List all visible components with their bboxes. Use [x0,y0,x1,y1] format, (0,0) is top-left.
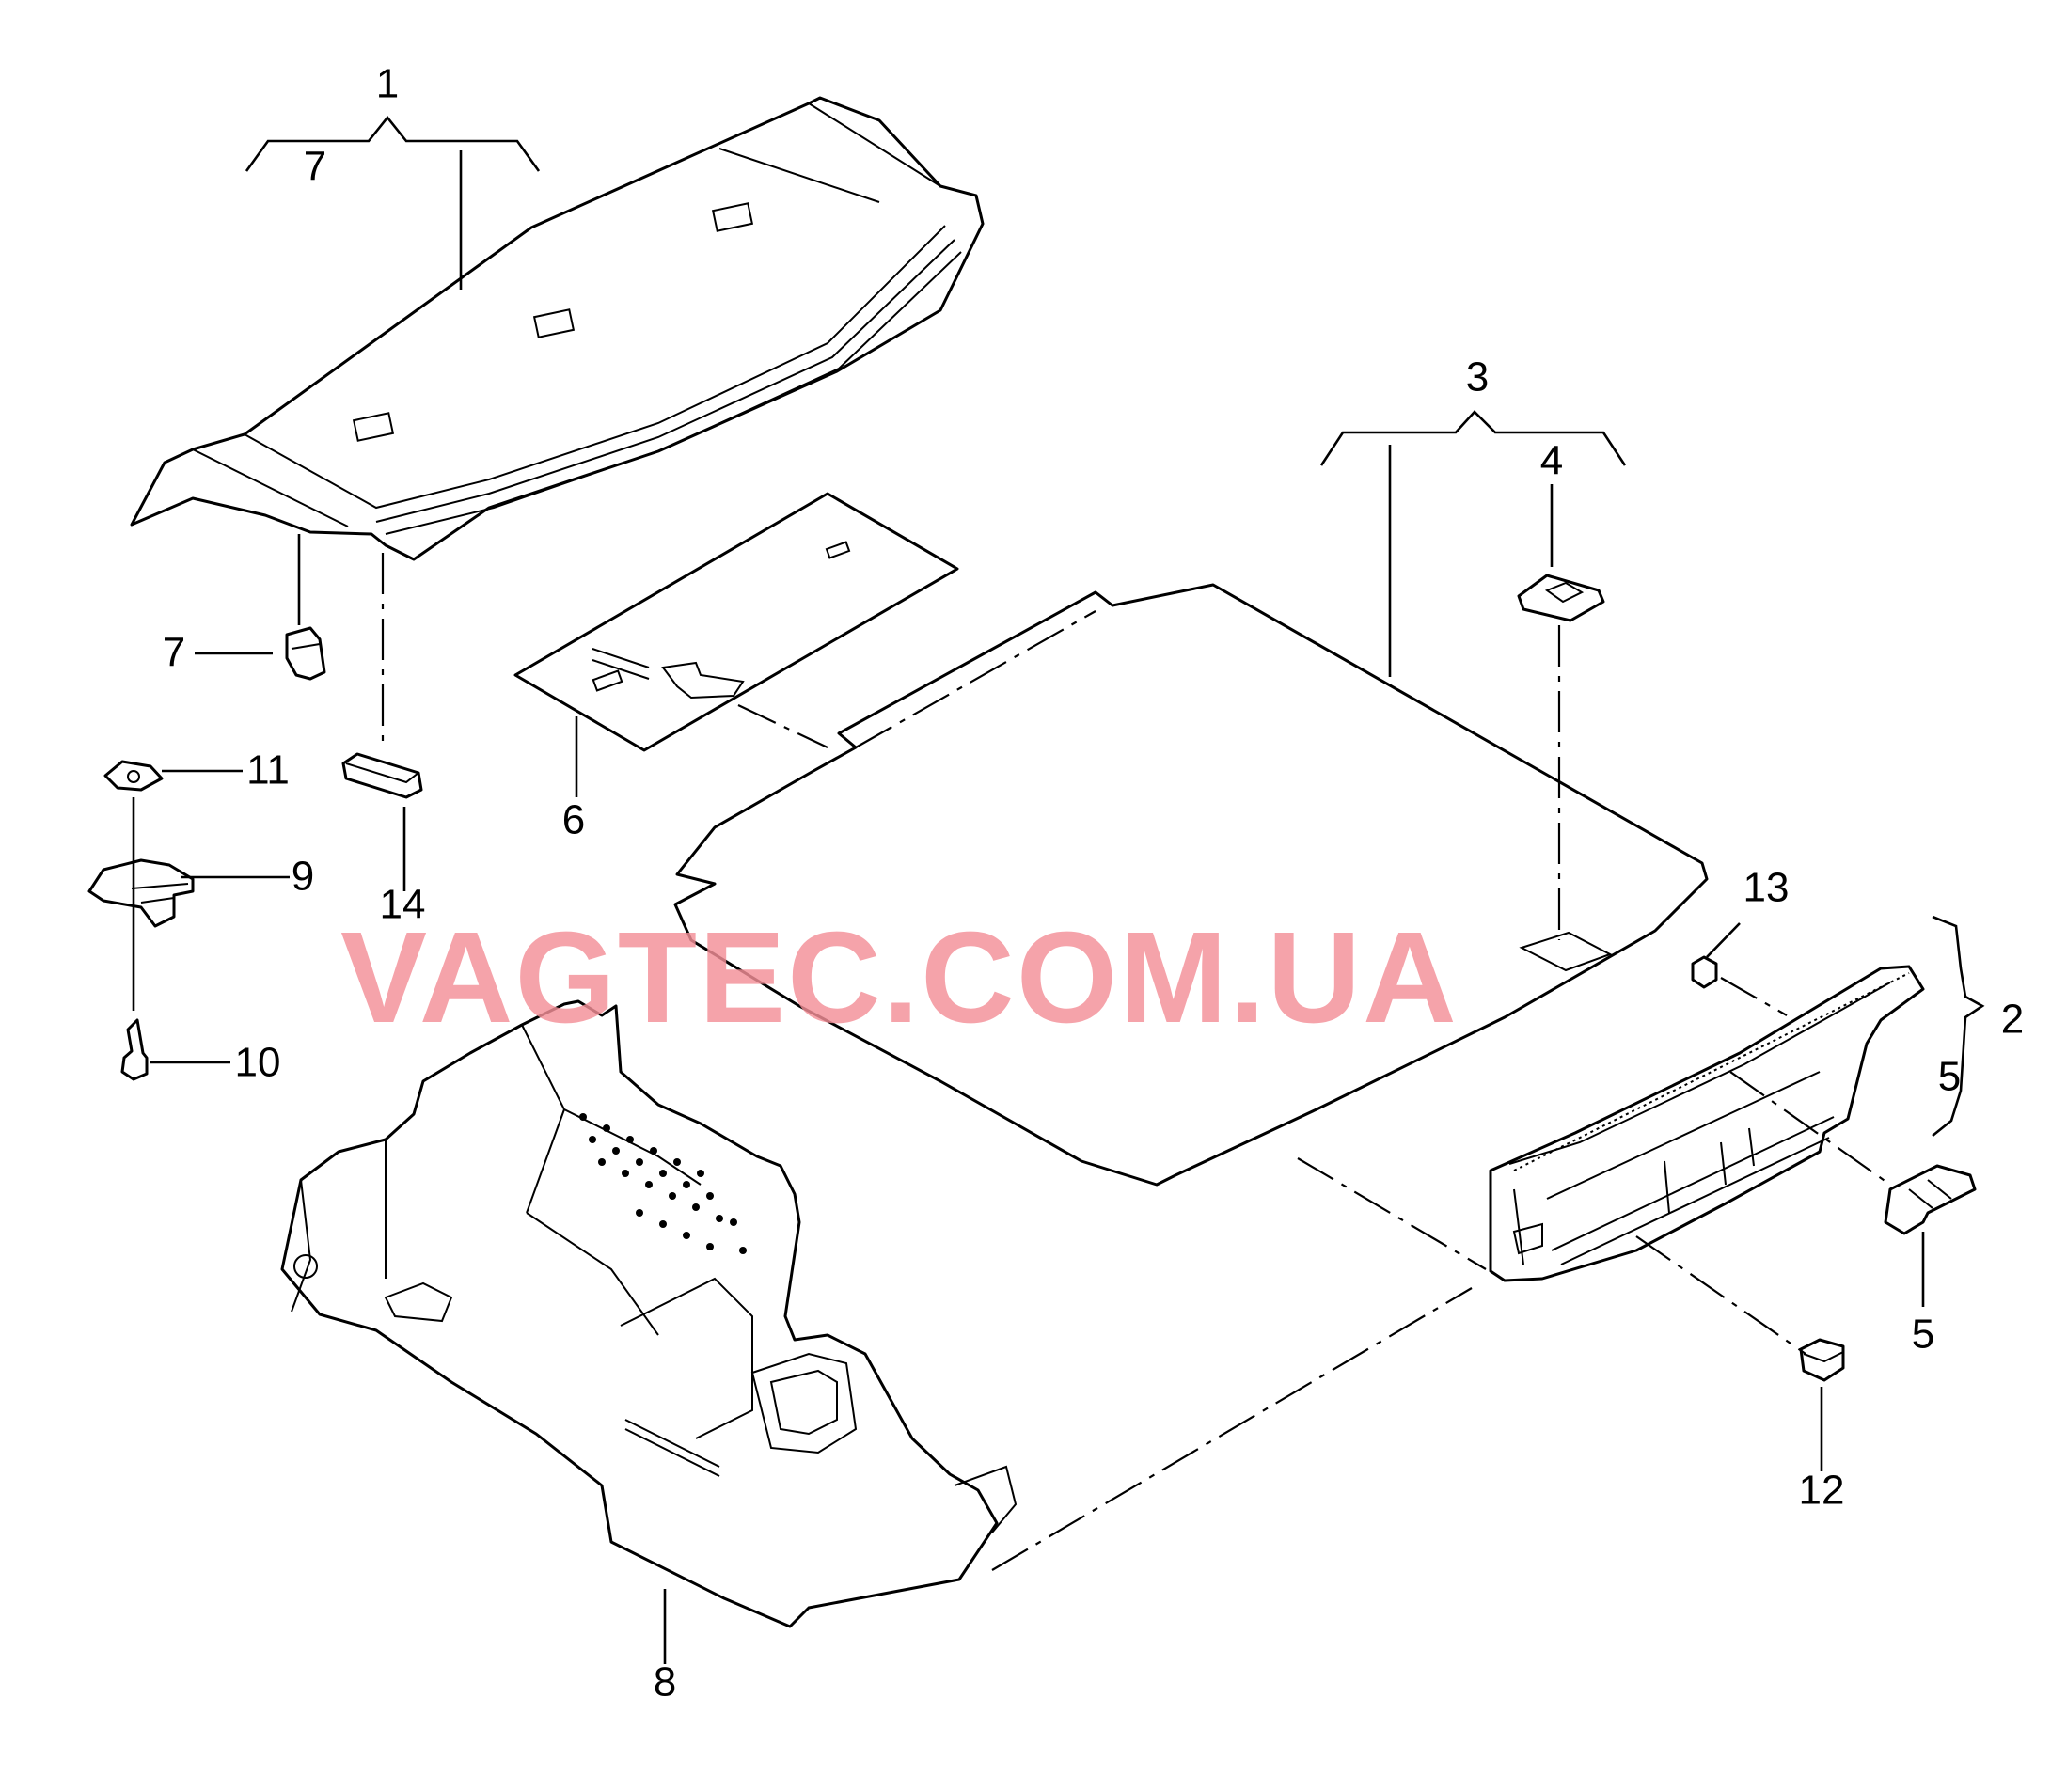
hook-9 [87,858,195,928]
callout-12: 12 [1799,1468,1845,1514]
callout-5: 5 [1912,1312,1934,1358]
screw-10 [120,1018,149,1081]
perforation-dots [579,1113,747,1254]
cover-4 [1517,574,1605,622]
callout-8: 8 [654,1659,676,1706]
callout-3: 3 [1466,354,1489,401]
clip-7 [285,626,326,681]
callout-9: 9 [292,854,314,900]
parcel-shelf [130,96,985,561]
callout-10: 10 [235,1040,281,1086]
callout-7: 7 [163,630,185,676]
leader-lines [132,115,1985,1664]
callout-labels: 1 7 7 11 9 10 14 6 3 4 13 2 5 5 12 8 [163,61,2024,1706]
callout-6: 6 [562,797,585,843]
side-trim-panel [280,999,1018,1628]
callout-7-bracket: 7 [304,144,326,190]
callout-1: 1 [376,61,399,107]
callout-11: 11 [246,747,290,794]
callout-2: 2 [2001,997,2024,1043]
loading-sill-trim [1489,965,1925,1282]
floor-covering [673,583,1709,1187]
mat [513,492,959,752]
callout-5-bracket: 5 [1938,1054,1961,1100]
clip-12 [1799,1338,1845,1382]
callout-4: 4 [1540,438,1563,484]
watermark: VAGTEC.COM.UA [340,905,1459,1050]
bump-stop-13 [1691,955,1718,989]
callout-13: 13 [1743,865,1790,911]
clip-5 [1884,1164,1977,1235]
nut-11 [103,760,164,792]
retainer-14 [341,752,423,799]
callout-14: 14 [380,882,426,928]
